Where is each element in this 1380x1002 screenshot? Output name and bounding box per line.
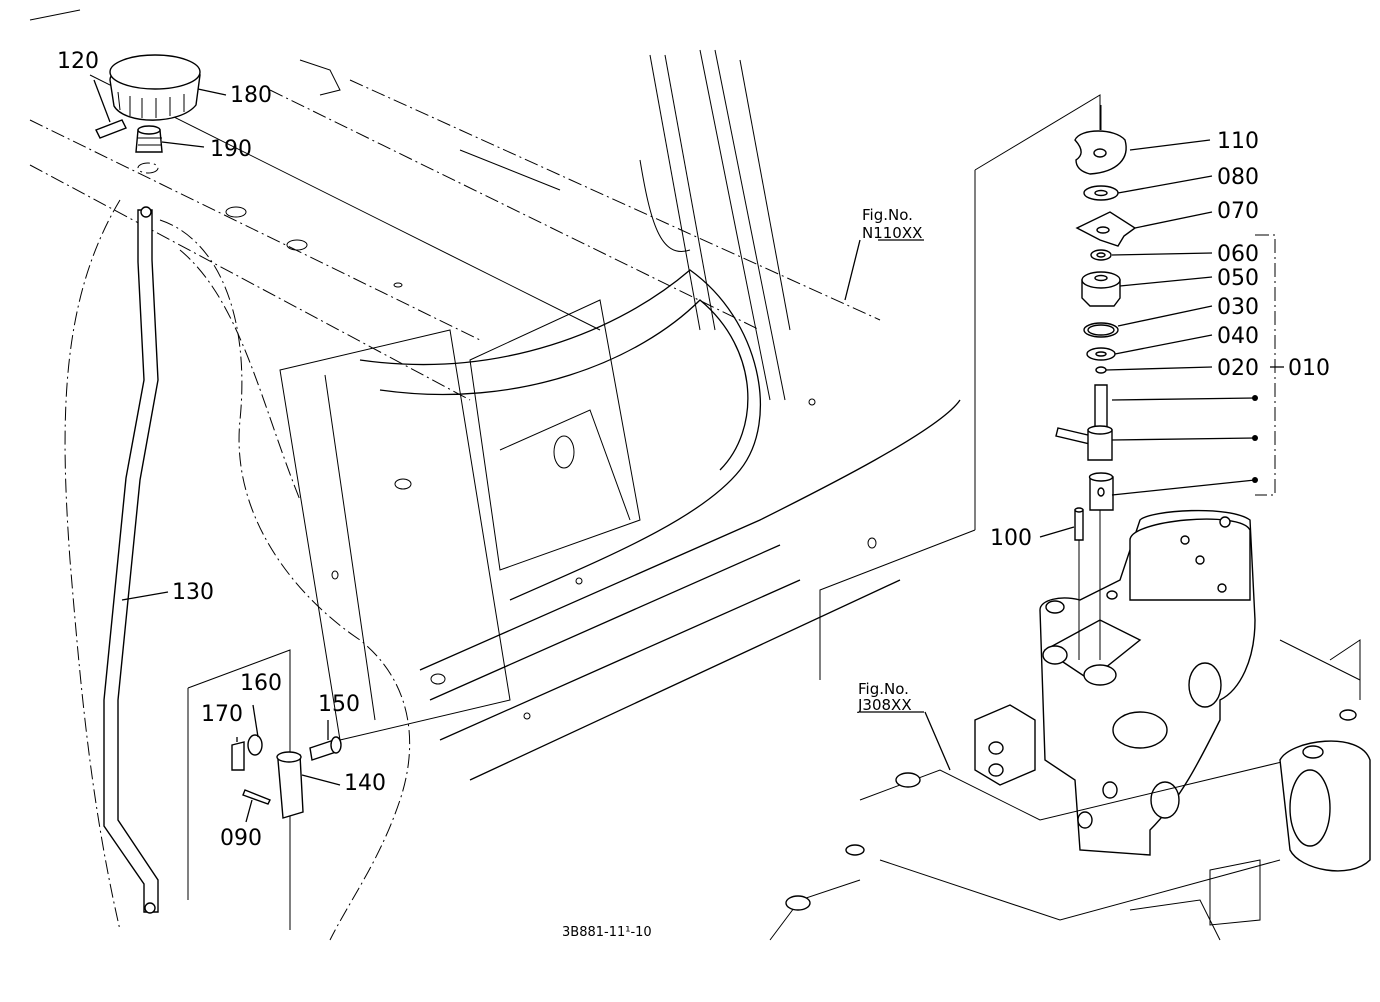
fig-ref-j308-number: J308XX (857, 696, 912, 714)
callout-040: 040 (1217, 324, 1259, 349)
fig-ref-j308-title: Fig.No. (858, 680, 909, 698)
callout-050: 050 (1217, 266, 1259, 291)
callout-080: 080 (1217, 165, 1259, 190)
group-bullet (1252, 435, 1258, 441)
callout-180: 180 (230, 83, 272, 108)
valve-housing (769, 94, 1371, 941)
fig-ref-n110-number: N110XX (862, 224, 922, 242)
callout-010: 010 (1288, 356, 1330, 381)
frame-outline (29, 9, 961, 941)
callout-150: 150 (318, 692, 360, 717)
callout-020: 020 (1217, 356, 1259, 381)
callout-190: 190 (210, 137, 252, 162)
callout-120: 120 (57, 49, 99, 74)
callout-140: 140 (344, 771, 386, 796)
fig-ref-n110-title: Fig.No. (862, 206, 913, 224)
drawing-code: 3B881-11¹-10 (562, 925, 652, 940)
clevis-assembly (187, 649, 342, 930)
callout-100: 100 (990, 526, 1032, 551)
knob-assembly (95, 54, 201, 174)
leader-lines (93, 79, 1256, 823)
lever-rod (103, 206, 159, 914)
callout-170: 170 (201, 702, 243, 727)
callout-060: 060 (1217, 242, 1259, 267)
callout-110: 110 (1217, 129, 1259, 154)
callout-090: 090 (220, 826, 262, 851)
callout-070: 070 (1217, 199, 1259, 224)
callout-160: 160 (240, 671, 282, 696)
valve-stack (1055, 105, 1276, 660)
group-bullet (1252, 395, 1258, 401)
callout-030: 030 (1217, 295, 1259, 320)
group-bullet (1252, 477, 1258, 483)
callout-130: 130 (172, 580, 214, 605)
